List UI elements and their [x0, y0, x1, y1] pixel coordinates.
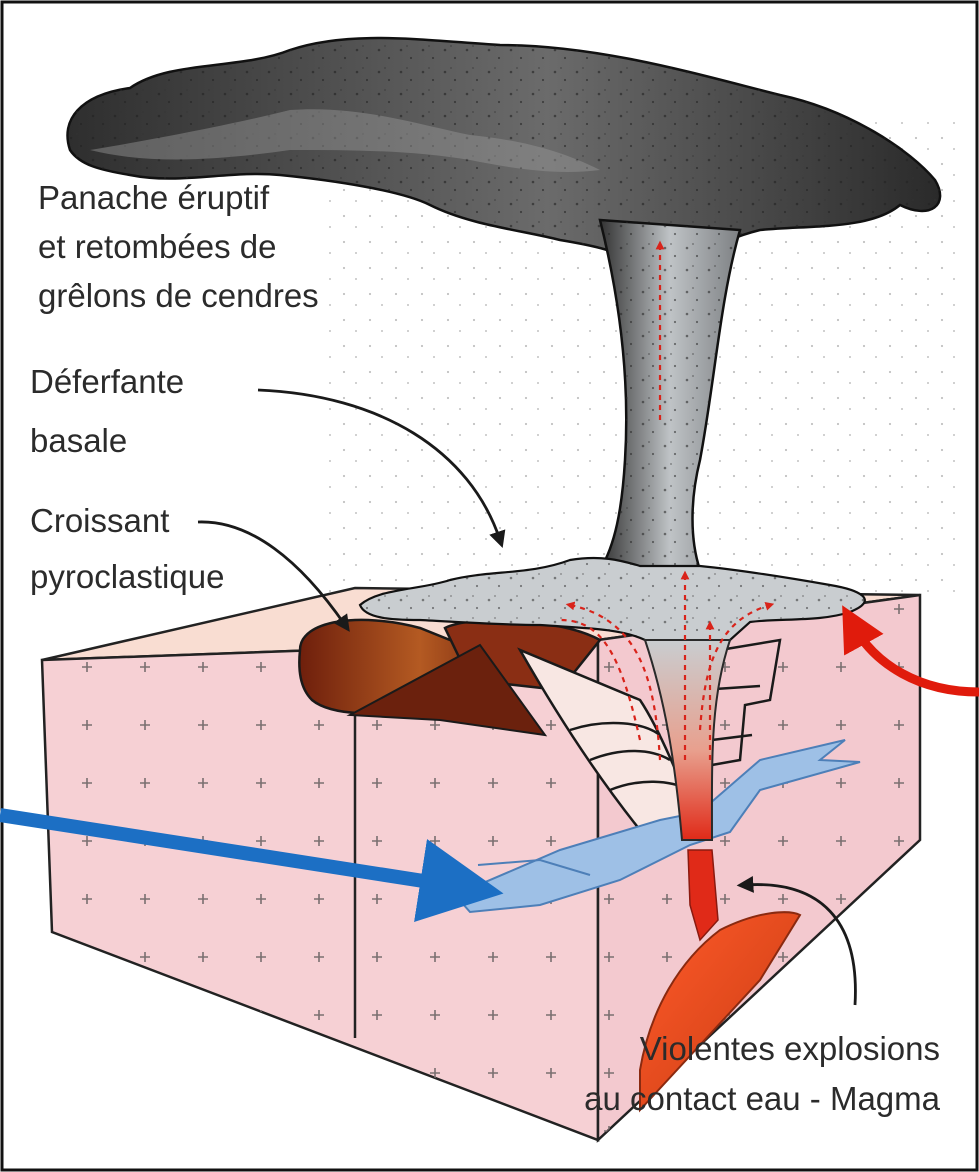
label-explosions-line-2: au contact eau - Magma [584, 1080, 941, 1117]
label-deferlante-line-1: Déferfante [30, 363, 184, 400]
label-panache-line-3: grêlons de cendres [38, 277, 319, 314]
label-croissant-line-1: Croissant [30, 502, 169, 539]
label-deferlante-line-2: basale [30, 422, 127, 459]
label-panache-line-1: Panache éruptif [38, 179, 270, 216]
label-panache-line-2: et retombées de [38, 228, 276, 265]
label-croissant-line-2: pyroclastique [30, 558, 224, 595]
label-explosions-line-1: Violentes explosions [640, 1030, 940, 1067]
